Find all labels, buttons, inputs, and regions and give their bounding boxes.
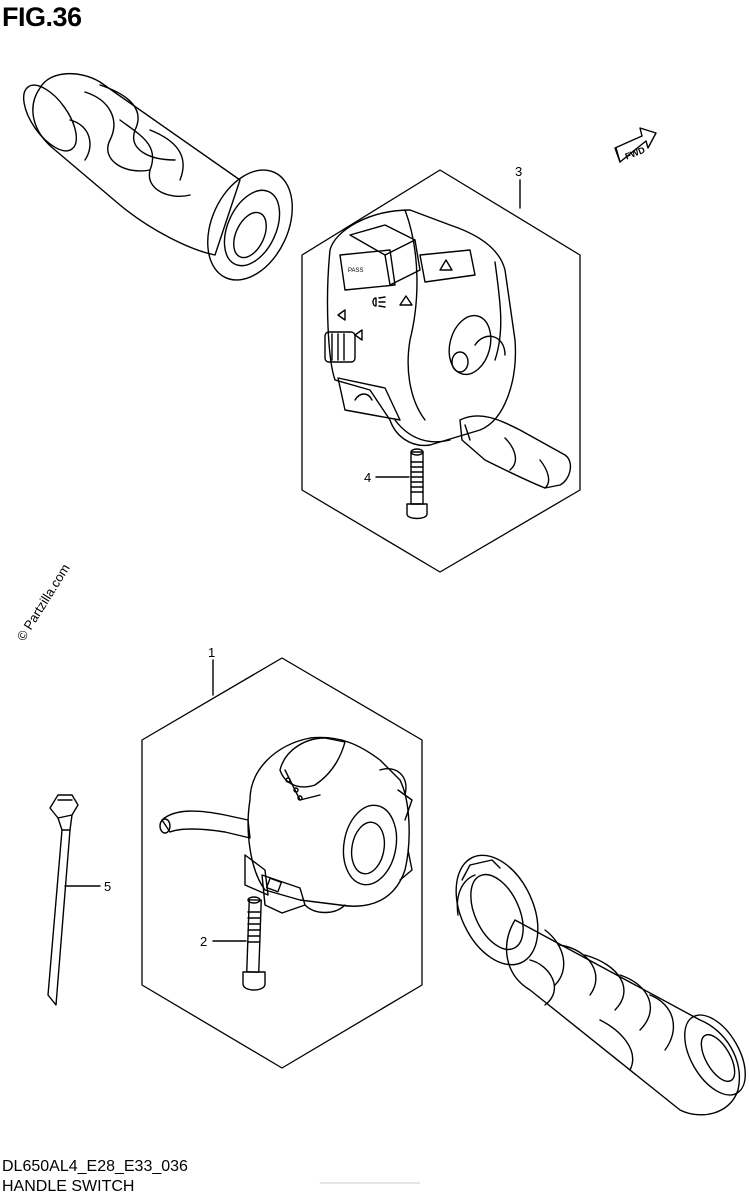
diagram-caption: HANDLE SWITCH	[2, 1178, 135, 1195]
fwd-direction-icon: FWD	[614, 127, 657, 163]
callout-2-label: 2	[200, 934, 207, 949]
callout-1-boundary: 1	[141, 645, 423, 1069]
callout-4-label: 4	[364, 470, 371, 485]
cable-tie-5: 5	[47, 794, 111, 1006]
pass-marking: PASS	[348, 268, 364, 274]
model-code: DL650AL4_E28_E33_036	[2, 1158, 188, 1175]
callout-3-boundary: 3	[301, 164, 581, 573]
bottom-right-grip	[455, 854, 746, 1116]
screw-2: 2	[200, 896, 266, 991]
callout-3-label: 3	[515, 164, 522, 179]
figure-title: FIG.36	[2, 2, 82, 32]
top-left-grip	[22, 72, 293, 281]
left-handle-switch	[159, 736, 413, 914]
callout-5-label: 5	[104, 879, 111, 894]
callout-1-label: 1	[208, 645, 215, 660]
screw-4: 4	[364, 448, 428, 520]
right-handle-switch: PASS	[324, 209, 572, 489]
